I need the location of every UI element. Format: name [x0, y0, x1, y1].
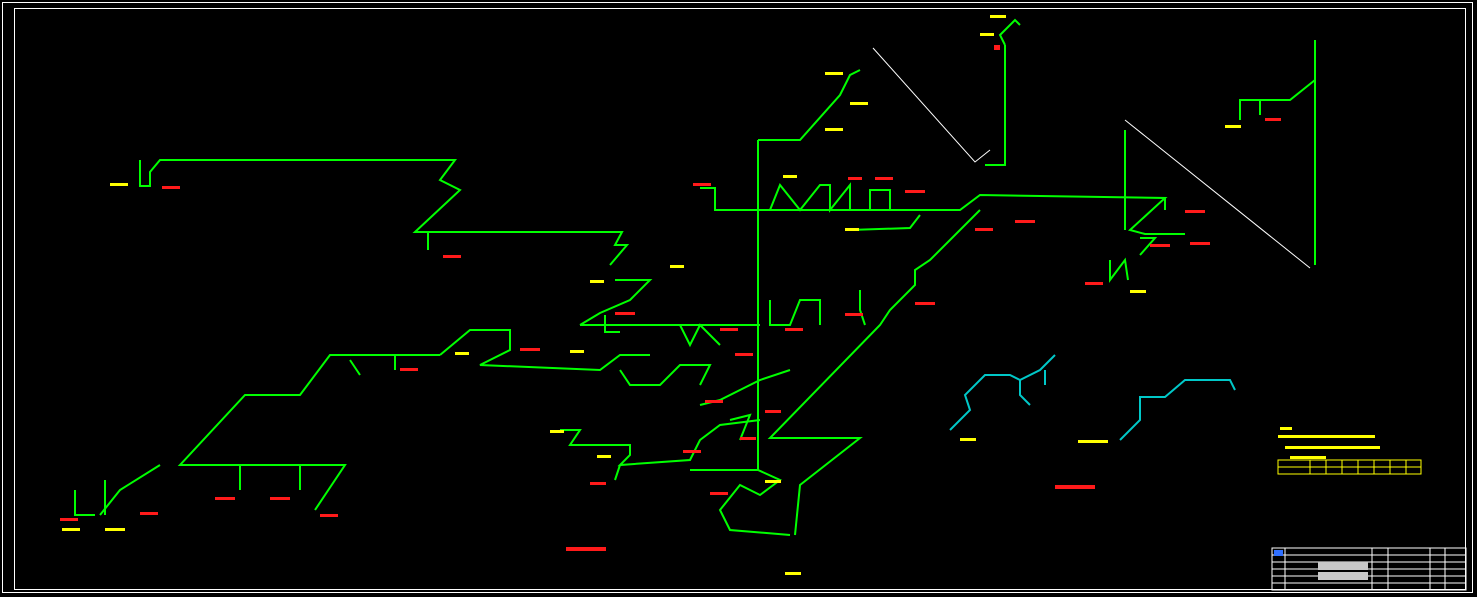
pipe-network-cyan [949, 354, 1236, 441]
labels-red [60, 45, 1281, 551]
legend-table [1277, 459, 1422, 475]
labels-yellow [62, 15, 1380, 575]
drawing-border-inner [14, 8, 1466, 590]
boundary-lines [872, 47, 1311, 269]
pipe-network-main [74, 18, 1316, 536]
title-block [1271, 547, 1467, 591]
